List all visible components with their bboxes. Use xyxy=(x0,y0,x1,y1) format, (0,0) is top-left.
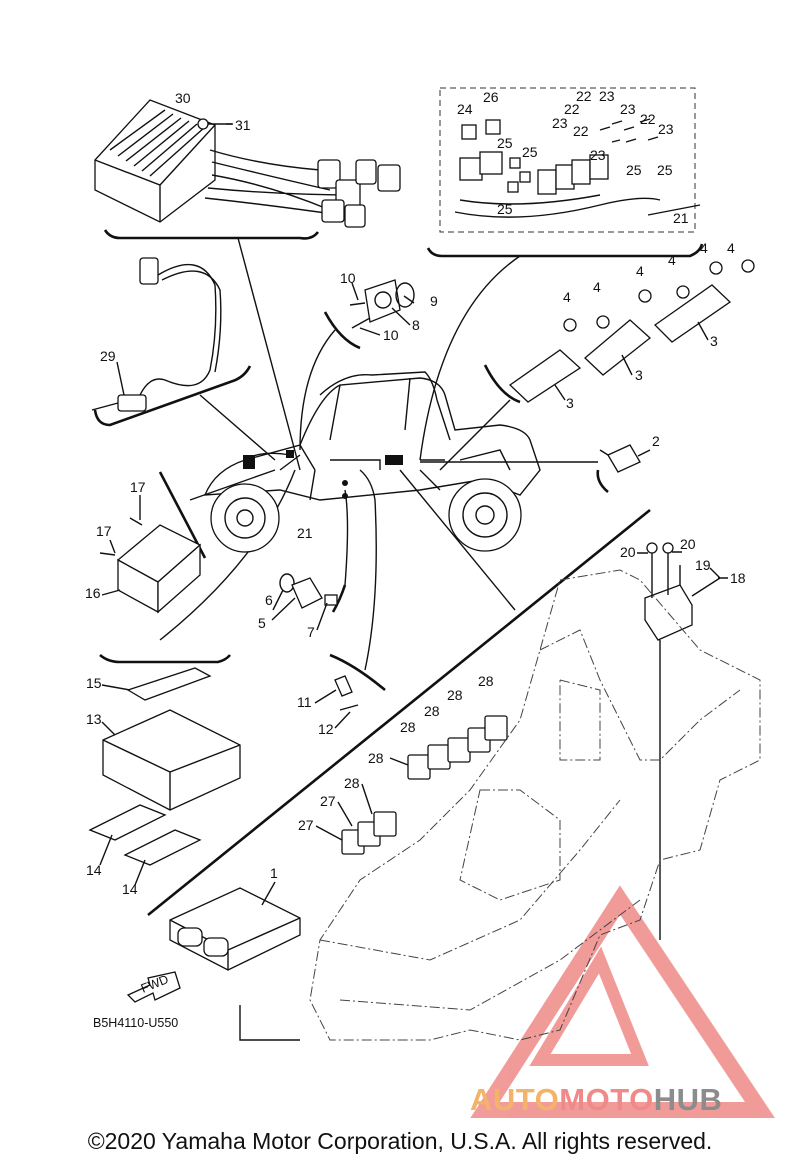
callout-22c: 22 xyxy=(640,111,656,127)
callout-28d: 28 xyxy=(400,719,416,735)
callout-2: 2 xyxy=(652,433,660,449)
callout-24: 24 xyxy=(457,101,473,117)
callout-23b: 23 xyxy=(620,101,636,117)
callout-22b: 22 xyxy=(564,101,580,117)
callout-25a: 25 xyxy=(497,135,513,151)
callout-3b: 3 xyxy=(635,367,643,383)
callout-18: 18 xyxy=(730,570,746,586)
connector-inset-box xyxy=(439,87,701,233)
callout-27a: 27 xyxy=(320,793,336,809)
callout-29: 29 xyxy=(100,348,116,364)
callout-23a: 23 xyxy=(599,88,615,104)
callout-28b: 28 xyxy=(447,687,463,703)
callout-22a: 22 xyxy=(576,88,592,104)
callout-labels: 30 31 24 26 22 23 22 23 23 22 22 23 23 2… xyxy=(85,88,746,1030)
callout-28a: 28 xyxy=(478,673,494,689)
part-18-relay xyxy=(644,542,693,641)
callout-10b: 10 xyxy=(383,327,399,343)
fwd-arrow-icon xyxy=(126,971,181,1003)
callout-25e: 25 xyxy=(497,201,513,217)
callout-3c: 3 xyxy=(566,395,574,411)
callout-19: 19 xyxy=(695,557,711,573)
callout-7: 7 xyxy=(307,624,315,640)
callout-21a: 21 xyxy=(673,210,689,226)
callout-23e: 23 xyxy=(590,147,606,163)
callout-4f: 4 xyxy=(563,289,571,305)
part-28-relays xyxy=(341,715,508,855)
callout-26: 26 xyxy=(483,89,499,105)
callout-20b: 20 xyxy=(680,536,696,552)
watermark-triangle xyxy=(470,885,775,1118)
callout-14b: 14 xyxy=(122,881,138,897)
callout-1: 1 xyxy=(270,865,278,881)
callout-5: 5 xyxy=(258,615,266,631)
callout-leaders xyxy=(99,123,728,906)
callout-11: 11 xyxy=(297,694,312,710)
part-16-module xyxy=(99,517,202,614)
part-30-control-unit xyxy=(94,99,401,228)
part-code: B5H4110-U550 xyxy=(93,1016,178,1030)
callout-20a: 20 xyxy=(620,544,636,560)
callout-17a: 17 xyxy=(130,479,146,495)
frame-outline xyxy=(309,569,761,1041)
part-3-injectors xyxy=(508,259,755,403)
part-11-sensor xyxy=(334,675,359,711)
callout-25c: 25 xyxy=(626,162,642,178)
callout-4e: 4 xyxy=(593,279,601,295)
callout-3a: 3 xyxy=(710,333,718,349)
part-1-ecu xyxy=(169,887,301,971)
vehicle-illustration xyxy=(203,371,541,553)
part-8-sensor xyxy=(349,279,415,329)
callout-25d: 25 xyxy=(657,162,673,178)
callout-10a: 10 xyxy=(340,270,356,286)
callout-28f: 28 xyxy=(344,775,360,791)
callout-27b: 27 xyxy=(298,817,314,833)
part-5-sensor xyxy=(279,573,338,609)
watermark-logo-text: AUTOMOTOHUB xyxy=(470,1082,723,1117)
callout-13: 13 xyxy=(86,711,102,727)
callout-14a: 14 xyxy=(86,862,102,878)
callout-21b: 21 xyxy=(297,525,313,541)
callout-23d: 23 xyxy=(658,121,674,137)
callout-31: 31 xyxy=(235,117,251,133)
callout-4a: 4 xyxy=(727,240,735,256)
callout-28e: 28 xyxy=(368,750,384,766)
callout-8: 8 xyxy=(412,317,420,333)
callout-4c: 4 xyxy=(668,252,676,268)
callout-6: 6 xyxy=(265,592,273,608)
callout-9: 9 xyxy=(430,293,438,309)
callout-4d: 4 xyxy=(636,263,644,279)
callout-17b: 17 xyxy=(96,523,112,539)
part-2-switch xyxy=(599,444,641,473)
callout-30: 30 xyxy=(175,90,191,106)
callout-12: 12 xyxy=(318,721,334,737)
callout-15: 15 xyxy=(86,675,102,691)
callout-16: 16 xyxy=(85,585,101,601)
callout-4b: 4 xyxy=(700,240,708,256)
callout-22d: 22 xyxy=(573,123,589,139)
callout-28c: 28 xyxy=(424,703,440,719)
part-13-pad xyxy=(88,667,241,866)
callout-23c: 23 xyxy=(552,115,568,131)
callout-25b: 25 xyxy=(522,144,538,160)
part-29-sensor xyxy=(91,257,222,412)
copyright-footer: ©2020 Yamaha Motor Corporation, U.S.A. A… xyxy=(87,1128,713,1154)
